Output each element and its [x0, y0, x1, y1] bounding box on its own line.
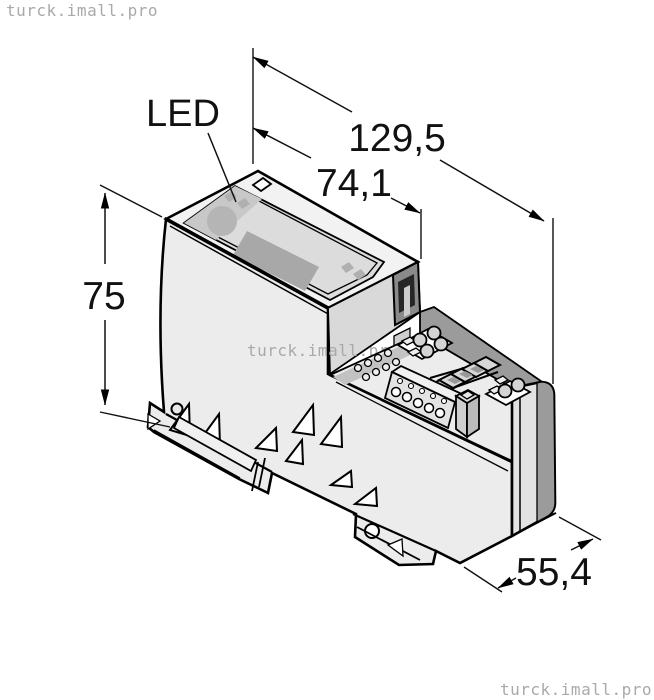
vent-triangle — [284, 437, 305, 466]
watermark-top-left: turck.imall.pro — [6, 1, 158, 20]
vent-triangle — [253, 425, 279, 453]
led-square — [237, 198, 250, 209]
led-callout: LED — [146, 93, 237, 203]
dimension-line — [439, 159, 545, 222]
din-foot-left — [147, 402, 273, 492]
led-label: LED — [146, 93, 220, 135]
extension-line — [463, 566, 503, 593]
vent-triangle — [319, 414, 344, 449]
terminal-plug — [383, 364, 466, 430]
screw-pillar — [454, 388, 481, 439]
connector-slot-inner — [404, 285, 410, 317]
watermark-bottom-right: turck.imall.pro — [500, 680, 652, 699]
dimension-label-gateway-length: 74,1 — [316, 162, 392, 205]
led-square — [224, 191, 237, 202]
display-window — [233, 231, 319, 291]
dimension-line — [252, 127, 312, 159]
feed-through-contacts — [353, 348, 401, 382]
vent-triangle — [291, 402, 316, 437]
dimension-label-depth: 55,4 — [516, 551, 592, 594]
dim-height: 75 — [82, 184, 171, 428]
dimension-line — [390, 197, 421, 214]
end-cap — [510, 380, 557, 539]
dimension-label-height: 75 — [82, 275, 125, 318]
dimension-line — [570, 538, 594, 551]
din-foot-right — [352, 512, 437, 561]
front-rim-line — [169, 225, 331, 316]
front-top-edge — [165, 217, 329, 310]
dim-gateway-length: 74,1 — [252, 127, 422, 259]
vent-triangle — [352, 486, 379, 508]
watermark-center: turck.imall.pro — [247, 341, 399, 360]
led-square — [353, 269, 366, 280]
dimension-line — [497, 576, 517, 589]
dim-depth: 55,4 — [463, 516, 602, 594]
dimension-line — [252, 56, 353, 113]
extension-line — [558, 516, 602, 541]
dimension-label-overall-length: 129,5 — [348, 117, 446, 160]
extension-line — [99, 411, 171, 428]
led-pointer-line — [207, 132, 237, 203]
address-switch — [207, 206, 237, 236]
extension-line — [99, 184, 163, 218]
device-illustration: turck.imall.pro — [146, 169, 557, 567]
surface-rim-line — [335, 381, 509, 472]
terminal-pad-left — [396, 325, 454, 361]
surface-front-edge — [329, 373, 513, 464]
vent-triangle — [328, 469, 354, 489]
service-flap-hole — [251, 176, 273, 193]
led-square — [341, 262, 354, 273]
terminal-pad-right — [484, 375, 532, 407]
dim-overall-length: 129,5 — [252, 48, 554, 384]
